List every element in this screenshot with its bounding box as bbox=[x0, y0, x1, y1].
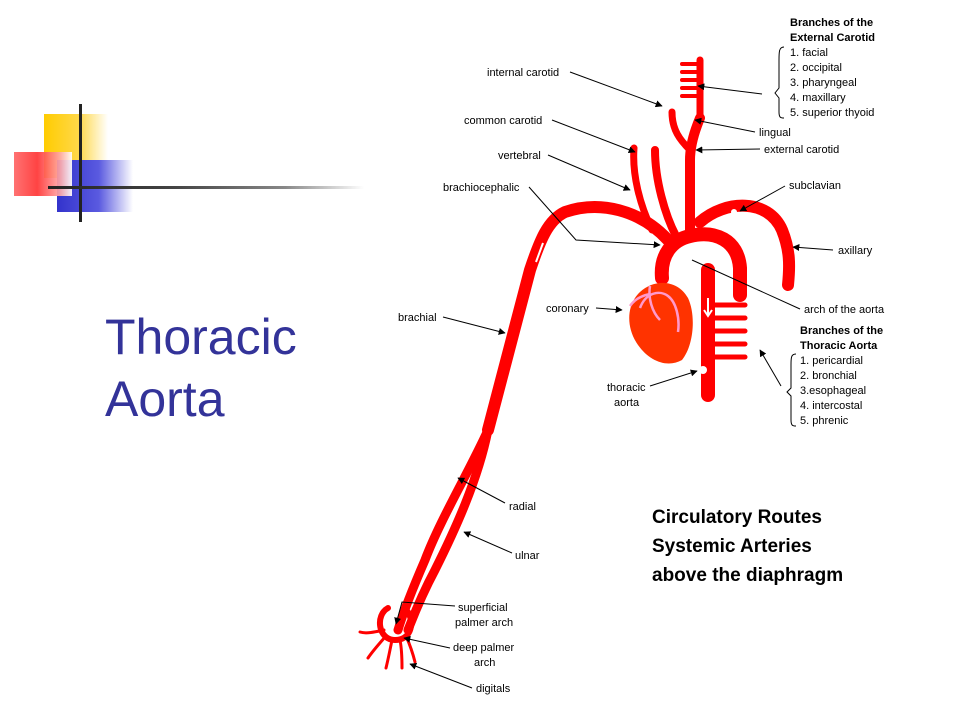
external-carotid-heading-line1: Branches of the bbox=[790, 17, 873, 29]
caption-line2: Systemic Arteries bbox=[652, 536, 812, 557]
label-subclavian: subclavian bbox=[789, 180, 841, 192]
decorative-corner-graphic bbox=[0, 0, 380, 230]
diagram-caption: Circulatory Routes Systemic Arteries abo… bbox=[652, 507, 843, 586]
external-carotid-branch-item: 5. superior thyoid bbox=[790, 107, 874, 119]
palmer-arch-vessel bbox=[377, 605, 415, 643]
label-thoracic-aorta-line2: aorta bbox=[614, 397, 640, 409]
external-carotid-bracket bbox=[774, 46, 785, 119]
thoracic-aorta-branch-list: Branches of the Thoracic Aorta 1. perica… bbox=[800, 325, 883, 427]
thoracic-aorta-branch-item: 1. pericardial bbox=[800, 355, 863, 367]
thoracic-aorta-bracket bbox=[786, 353, 797, 427]
caption-line1: Circulatory Routes bbox=[652, 507, 822, 528]
label-deep-palmer-arch-line2: arch bbox=[474, 657, 495, 669]
internal-carotid-vessel bbox=[668, 108, 694, 154]
label-ulnar: ulnar bbox=[515, 550, 540, 562]
label-deep-palmer-arch-line1: deep palmer bbox=[453, 642, 514, 654]
heart bbox=[628, 282, 693, 364]
flow-arrow-aorta bbox=[703, 298, 713, 318]
external-carotid-branch-item: 3. pharyngeal bbox=[790, 77, 857, 89]
digital-vessels bbox=[358, 628, 417, 670]
label-brachiocephalic: brachiocephalic bbox=[443, 182, 520, 194]
external-carotid-branch-item: 4. maxillary bbox=[790, 92, 846, 104]
thoracic-aorta-heading-line2: Thoracic Aorta bbox=[800, 340, 878, 352]
label-coronary: coronary bbox=[546, 303, 589, 315]
subclavian-junction-dot bbox=[731, 209, 737, 215]
thoracic-aorta-heading-line1: Branches of the bbox=[800, 325, 883, 337]
label-digitals: digitals bbox=[476, 683, 511, 695]
label-axillary: axillary bbox=[838, 245, 873, 257]
label-external-carotid: external carotid bbox=[764, 144, 839, 156]
left-carotid-vessel bbox=[651, 146, 680, 240]
external-carotid-branches-comb bbox=[680, 62, 702, 98]
thoracic-aorta-branch-item: 3.esophageal bbox=[800, 385, 866, 397]
label-arch-of-aorta: arch of the aorta bbox=[804, 304, 885, 316]
flow-arrow-arm bbox=[535, 242, 544, 263]
slide-title-line-1: Thoracic bbox=[105, 309, 297, 365]
slide-title-line-2: Aorta bbox=[105, 371, 225, 427]
external-carotid-branch-list: Branches of the External Carotid 1. faci… bbox=[790, 17, 875, 119]
thoracic-aorta-branch-item: 2. bronchial bbox=[800, 370, 857, 382]
external-carotid-heading-line2: External Carotid bbox=[790, 32, 875, 44]
radial-vessel bbox=[393, 425, 493, 635]
external-carotid-branch-item: 2. occipital bbox=[790, 62, 842, 74]
label-internal-carotid: internal carotid bbox=[487, 67, 559, 79]
label-vertebral: vertebral bbox=[498, 150, 541, 162]
thoracic-aorta-branch-item: 5. phrenic bbox=[800, 415, 849, 427]
label-superficial-palmer-arch-line2: palmer arch bbox=[455, 617, 513, 629]
label-common-carotid: common carotid bbox=[464, 115, 542, 127]
coronary-vessels bbox=[628, 285, 680, 333]
artery-labels: internal carotid common carotid vertebra… bbox=[398, 67, 885, 695]
label-radial: radial bbox=[509, 501, 536, 513]
ulnar-vessel bbox=[403, 425, 493, 635]
label-brachial: brachial bbox=[398, 312, 437, 324]
thoracic-aorta-branch-item: 4. intercostal bbox=[800, 400, 862, 412]
label-superficial-palmer-arch-line1: superficial bbox=[458, 602, 508, 614]
external-carotid-branch-item: 1. facial bbox=[790, 47, 828, 59]
caption-line3: above the diaphragm bbox=[652, 565, 843, 586]
label-lingual: lingual bbox=[759, 127, 791, 139]
deco-horizontal-rule bbox=[48, 186, 364, 189]
leader-lines bbox=[394, 71, 834, 689]
thoracic-junction-dot bbox=[699, 366, 707, 374]
brachiocephalic-vessel bbox=[482, 201, 674, 436]
subclavian-vessel bbox=[694, 199, 796, 291]
heart-shape bbox=[629, 282, 693, 364]
aortic-arch-junction-dot bbox=[680, 251, 688, 259]
slide-title: Thoracic Aorta bbox=[105, 306, 297, 430]
thoracic-branches bbox=[711, 302, 748, 360]
label-thoracic-aorta-line1: thoracic bbox=[607, 382, 646, 394]
deco-vertical-rule bbox=[79, 104, 82, 222]
